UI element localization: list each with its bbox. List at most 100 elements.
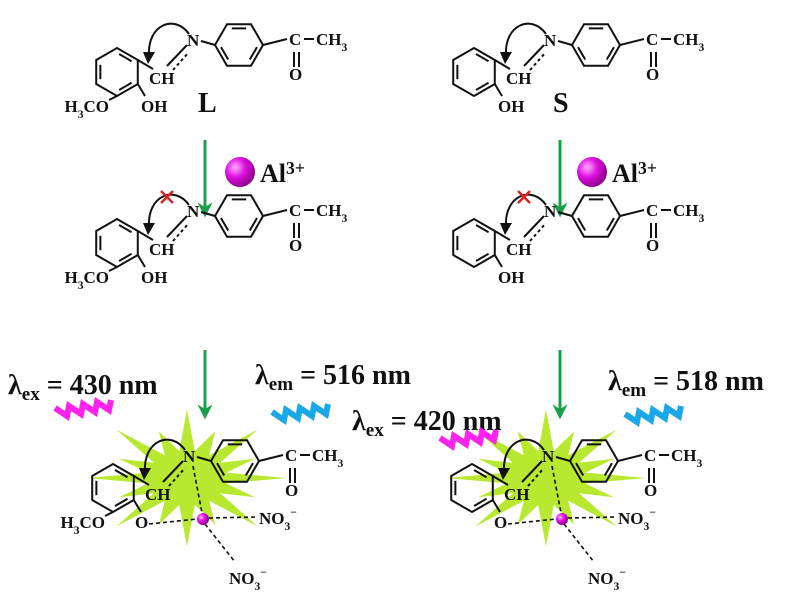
coordination-bond	[204, 523, 236, 563]
aromatic-double-bond	[114, 497, 129, 507]
nitrate-label: NO3−	[259, 506, 297, 533]
label-part: O	[646, 236, 659, 255]
label-part: 3	[285, 520, 291, 533]
carbonyl-o-label: O	[646, 236, 659, 255]
bond	[493, 254, 503, 268]
label-part: H	[64, 268, 77, 287]
coordination-bond	[507, 518, 557, 525]
lambda-ex-L: λex = 430 nm	[8, 370, 158, 405]
carbonyl-o-label: O	[289, 236, 302, 255]
aromatic-double-bond	[118, 81, 133, 91]
fluorescence-burst	[87, 409, 287, 547]
benzene-ring	[570, 23, 622, 67]
benzene-ring	[213, 194, 265, 238]
benzene-ring	[209, 439, 261, 483]
bond	[494, 59, 511, 70]
c-label: C	[289, 30, 301, 49]
aromatic-double-bond	[475, 53, 490, 63]
aromatic-double-bond	[248, 217, 258, 232]
bond	[196, 456, 212, 462]
label-part: C	[285, 446, 297, 465]
bond	[162, 460, 184, 483]
label-part: CH	[673, 201, 699, 220]
coordination-bond	[567, 516, 617, 519]
label-part: −	[649, 506, 656, 519]
label-part: H	[60, 513, 73, 532]
label-part: CH	[316, 201, 342, 220]
oh-label: OH	[498, 97, 524, 116]
ch3-label: CH3	[312, 446, 344, 470]
ch3-label: CH3	[673, 30, 705, 54]
label-part: OH	[498, 268, 524, 287]
nitrate-label: NO3−	[229, 566, 267, 593]
bond	[166, 215, 188, 238]
electron-transfer-arrow	[147, 193, 190, 228]
imine-double-bond	[168, 467, 186, 487]
aromatic-double-bond	[605, 46, 615, 61]
benzene-ring	[95, 46, 139, 98]
label-part: 3	[644, 520, 650, 533]
c-label: C	[646, 201, 658, 220]
label-part: CH	[145, 485, 171, 504]
bond	[619, 38, 645, 46]
aromatic-double-bond	[118, 224, 133, 234]
label-part: CH	[312, 446, 338, 465]
aromatic-double-bond	[216, 462, 226, 477]
label-part: −	[619, 566, 626, 579]
label-part: C	[289, 201, 301, 220]
label-part: N	[544, 31, 557, 50]
label-part: L	[198, 88, 217, 119]
label-part: 3+	[638, 158, 657, 178]
c-label: C	[644, 446, 656, 465]
ch-label: CH	[149, 69, 175, 88]
aromatic-double-bond	[248, 46, 258, 61]
al-ion-dot	[197, 513, 209, 525]
emission-zigzag	[623, 403, 684, 427]
bond	[262, 38, 288, 46]
arrowhead	[139, 468, 151, 480]
label-part: O	[289, 236, 302, 255]
aromatic-double-bond	[220, 46, 230, 61]
c-label: C	[289, 201, 301, 220]
bond	[104, 511, 114, 517]
label-part: 3	[614, 580, 620, 593]
bond	[493, 83, 503, 97]
label-part: em	[622, 380, 646, 401]
label-part: CH	[506, 69, 532, 88]
bond	[491, 499, 501, 513]
methoxy-label: H3CO	[60, 513, 105, 537]
label-part: NO	[259, 509, 285, 528]
ch3-label: CH3	[673, 201, 705, 225]
label-part: λ	[608, 366, 622, 397]
carbonyl-o-label: O	[289, 65, 302, 84]
label-part: CH	[673, 30, 699, 49]
c-label: C	[646, 30, 658, 49]
n-label: N	[542, 447, 555, 466]
label-part: 3	[699, 41, 705, 54]
coordination-bond	[192, 465, 204, 519]
label-part: N	[542, 447, 555, 466]
aromatic-double-bond	[475, 81, 490, 91]
label-part: OH	[498, 97, 524, 116]
ch-label: CH	[506, 69, 532, 88]
aromatic-double-bond	[473, 497, 488, 507]
bond	[523, 44, 545, 67]
label-part: 3	[697, 457, 703, 470]
bond	[555, 456, 571, 462]
bond	[557, 211, 573, 217]
label-part: N	[183, 447, 196, 466]
ch-label: CH	[145, 485, 171, 504]
bond	[494, 230, 511, 241]
bond	[108, 95, 118, 101]
bond	[136, 83, 146, 97]
label-part: = 516 nm	[293, 360, 411, 391]
aromatic-double-bond	[575, 462, 585, 477]
aromatic-double-bond	[475, 252, 490, 262]
label-part: −	[290, 506, 297, 519]
compound-label: L	[198, 88, 217, 119]
label-part: N	[187, 202, 200, 221]
imine-double-bond	[529, 51, 547, 71]
